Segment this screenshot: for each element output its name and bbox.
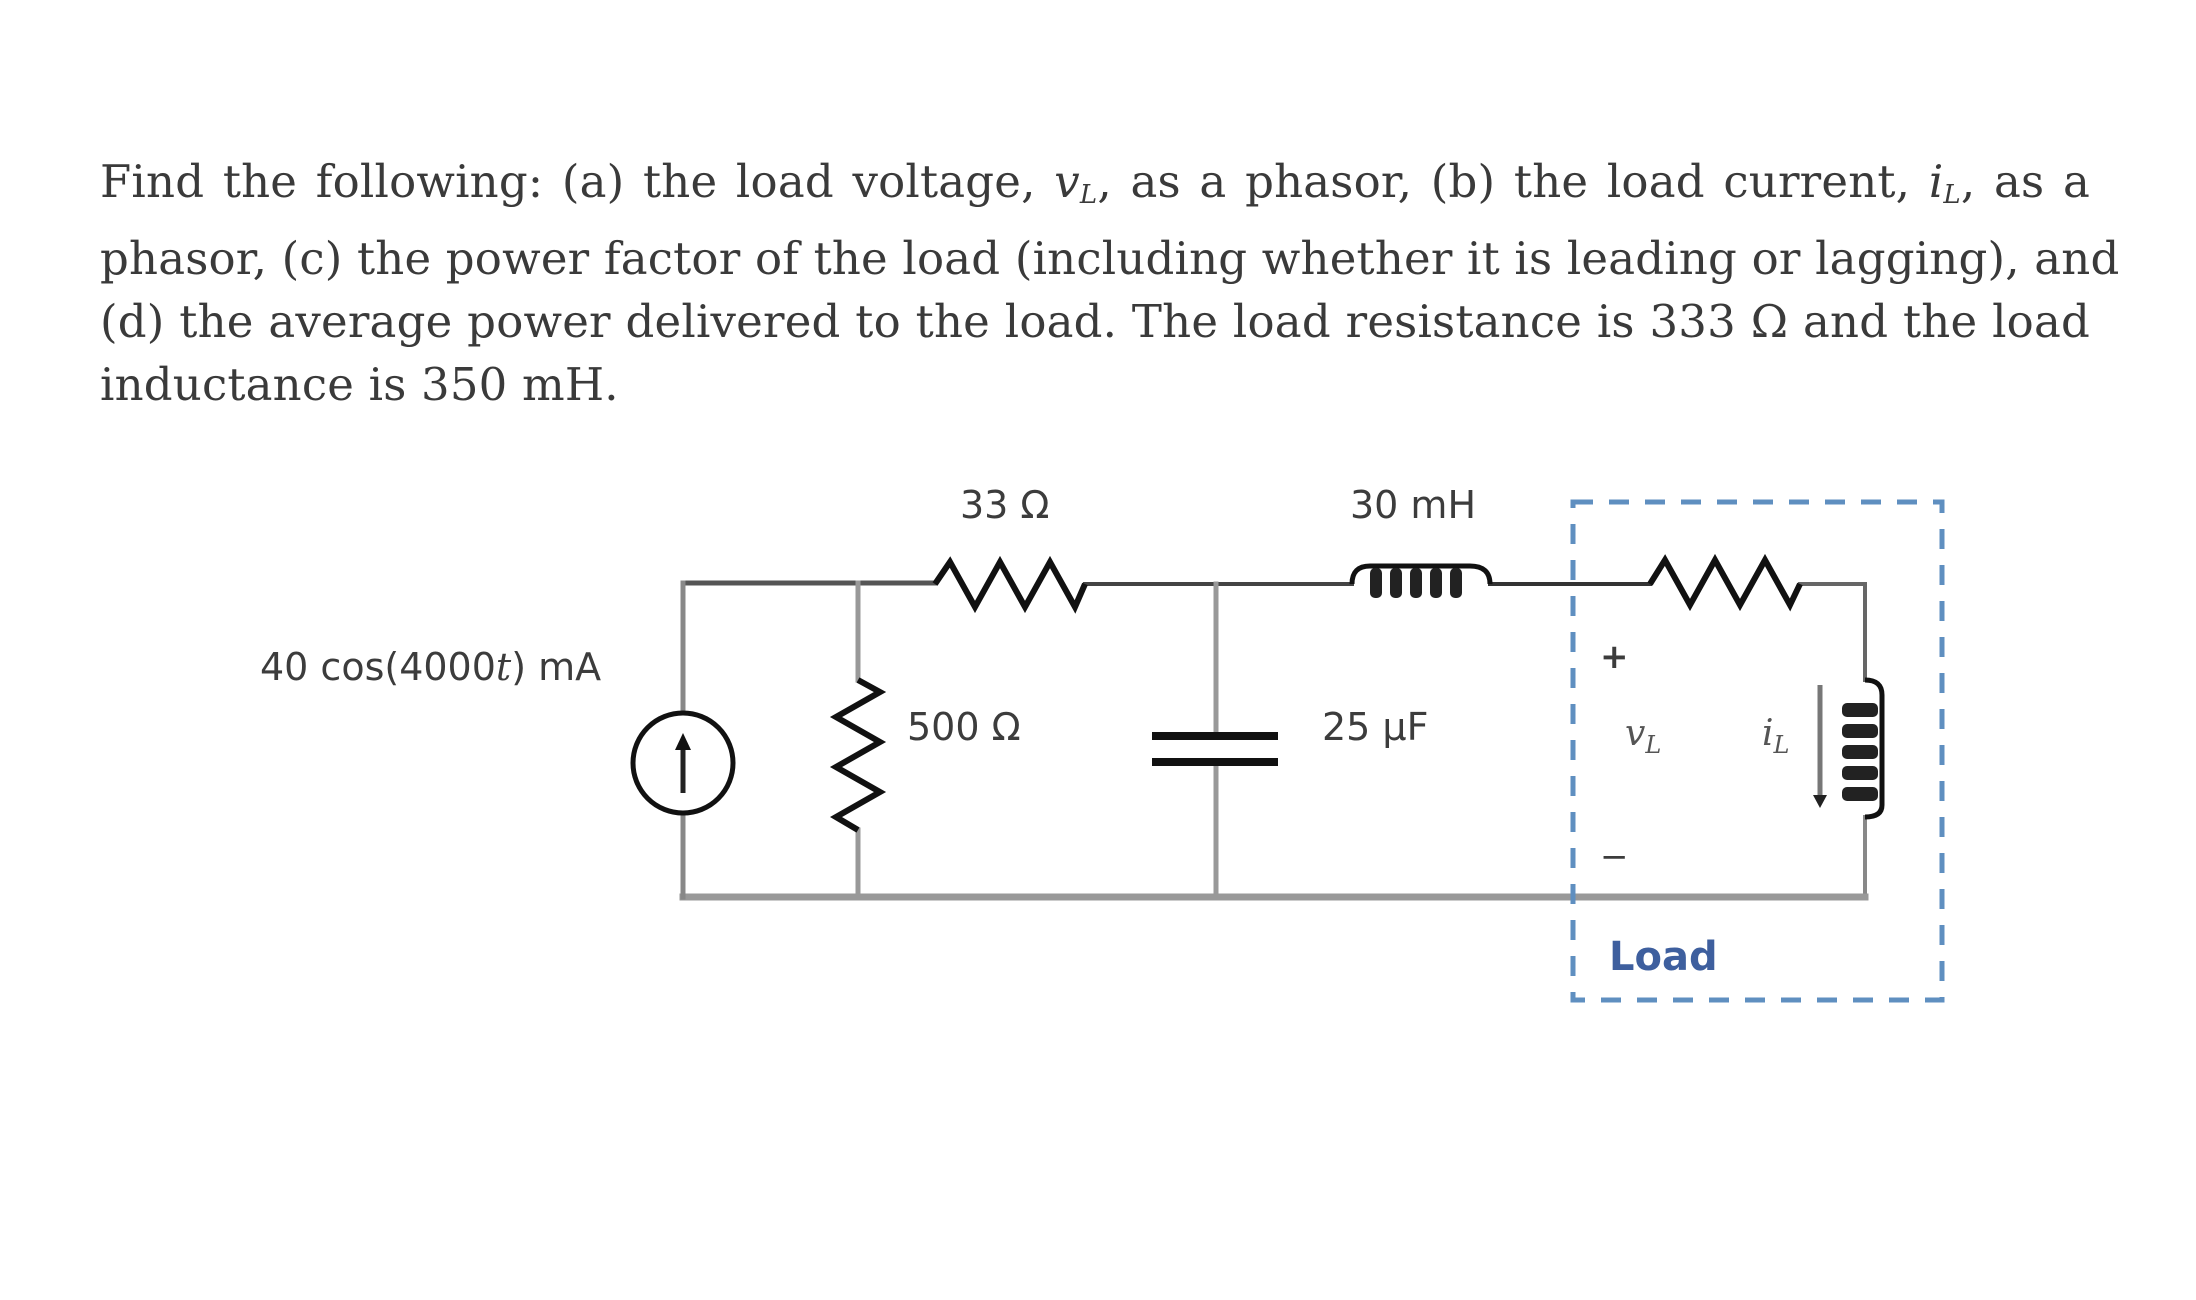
wire-load-top: [1798, 582, 1867, 682]
problem-statement: Find the following: (a) the load voltage…: [100, 150, 2120, 416]
problem-text: Find the following: (a) the load voltage…: [100, 155, 1055, 208]
series-resistor-33: [932, 555, 1088, 614]
current-source: [630, 710, 736, 816]
capacitor-label: 25 µF: [1322, 705, 1428, 749]
load-current-arrow: [1813, 685, 1827, 808]
load-label: Load: [1609, 934, 1718, 980]
load-current-label: iL: [1762, 713, 1789, 759]
problem-text: , as a: [1960, 155, 2090, 208]
problem-line-1: Find the following: (a) the load voltage…: [100, 150, 2090, 227]
source-label: 40 cos(4000t) mA: [260, 645, 601, 689]
load-inductor: [1842, 677, 1885, 820]
load-boundary-box: [1570, 499, 1945, 1003]
arrow-down-icon: [1813, 795, 1827, 808]
subscript: L: [1079, 180, 1098, 210]
subscript: L: [1943, 180, 1961, 210]
capacitor: [1152, 732, 1278, 766]
load-voltage-minus: −: [1600, 837, 1629, 877]
problem-text: , as a phasor, (b) the load current,: [1097, 155, 1929, 208]
shunt-resistor-500: [829, 677, 887, 833]
load-resistor: [1647, 553, 1803, 612]
series-inductor-30mh: [1349, 563, 1493, 598]
arrow-head: [675, 733, 691, 750]
problem-line-3: (d) the average power delivered to the l…: [100, 295, 2090, 348]
load-current-var: i: [1928, 155, 1944, 208]
load-voltage-label: vL: [1625, 713, 1661, 759]
series-resistor-label: 33 Ω: [960, 483, 1049, 527]
problem-line-4: inductance is 350 mH.: [100, 358, 619, 411]
series-inductor-label: 30 mH: [1350, 483, 1476, 527]
load-voltage-plus: +: [1600, 637, 1629, 677]
load-voltage-var: v: [1054, 155, 1080, 208]
problem-line-2: phasor, (c) the power factor of the load…: [100, 232, 2120, 285]
shunt-resistor-label: 500 Ω: [907, 705, 1021, 749]
